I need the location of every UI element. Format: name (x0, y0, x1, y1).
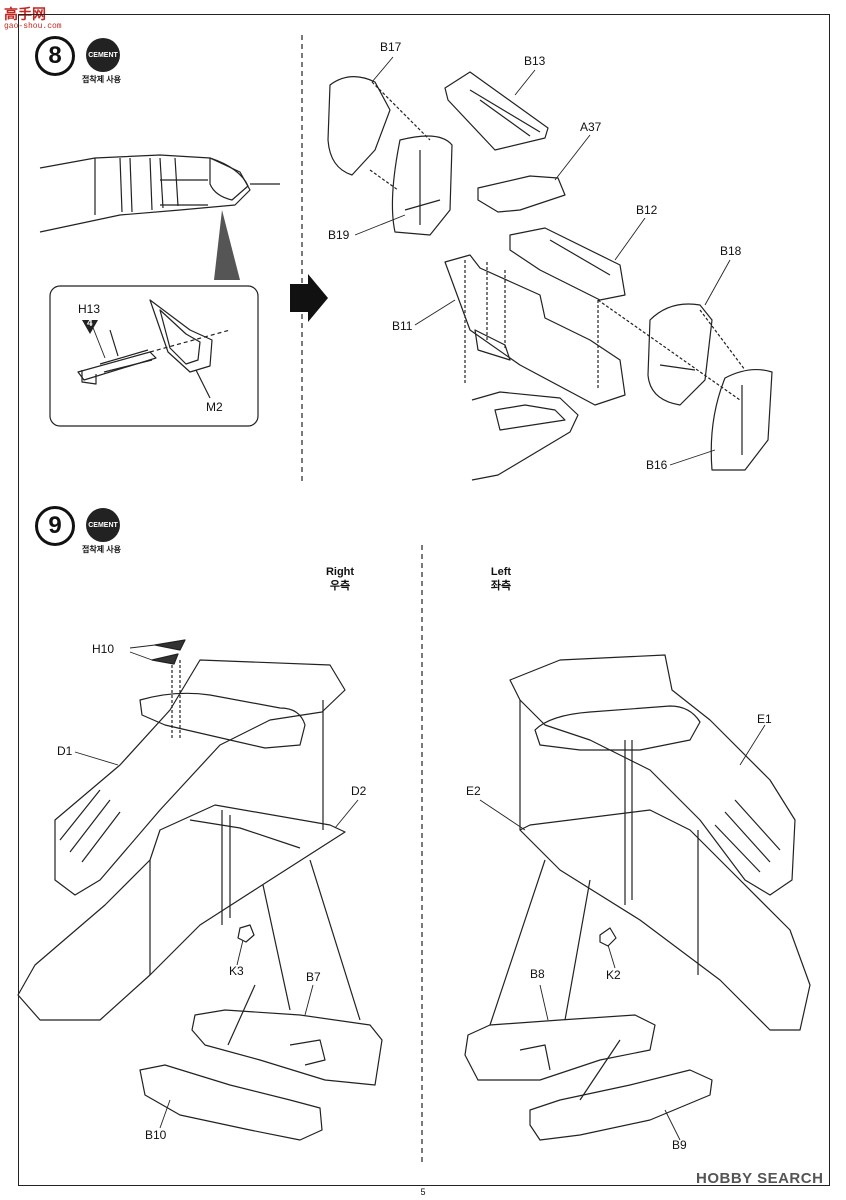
callout-b17: B17 (380, 40, 402, 54)
fuselage-tail-drawing (39, 154, 280, 280)
page-number: 5 (420, 1187, 426, 1197)
callout-b18: B18 (720, 244, 742, 258)
cement-note-step9: 접착제 사용 (82, 545, 122, 554)
callout-b7: B7 (306, 970, 321, 984)
inset-parts (77, 299, 231, 399)
left-label-en: Left (490, 566, 512, 578)
direction-arrow-icon (290, 274, 328, 322)
step-9-number: 9 (35, 506, 75, 546)
cement-icon: CEMENT (86, 38, 120, 72)
step-8-number: 8 (35, 36, 75, 76)
cement-icon-step9: CEMENT (86, 508, 120, 542)
callout-leaders (74, 56, 766, 1141)
callout-b16: B16 (646, 458, 668, 472)
left-label-ko: 좌측 (490, 580, 512, 592)
callout-b11: B11 (392, 319, 413, 333)
callout-b8: B8 (530, 967, 545, 981)
callout-h10: H10 (92, 642, 115, 656)
callout-m2: M2 (206, 400, 223, 414)
right-wing-drawing (17, 639, 383, 1141)
page-frame (18, 14, 830, 1186)
h13-badge: 4 (87, 318, 93, 329)
callout-e2: E2 (466, 784, 481, 798)
callout-b10: B10 (145, 1128, 167, 1142)
watermark-hobby-search: HOBBY SEARCH (696, 1170, 824, 1187)
right-side-label: Right 우측 (315, 565, 365, 593)
callout-b12: B12 (636, 203, 658, 217)
callout-h13: H13 (78, 302, 101, 316)
tail-parts-drawing (327, 71, 773, 481)
callout-k3: K3 (229, 964, 244, 978)
right-label-ko: 우측 (329, 580, 351, 592)
right-label-en: Right (325, 566, 355, 578)
callout-k2: K2 (606, 968, 621, 982)
callout-d1: D1 (57, 744, 73, 758)
h13-triangle (82, 320, 98, 334)
callout-a37: A37 (580, 120, 602, 134)
left-side-label: Left 좌측 (476, 565, 526, 593)
callout-b19: B19 (328, 228, 350, 242)
inset-box (49, 285, 259, 427)
callout-b9: B9 (672, 1138, 687, 1152)
watermark-url: gao-shou.com (4, 22, 62, 31)
callout-b13: B13 (524, 54, 546, 68)
cement-note: 접착제 사용 (82, 75, 122, 84)
callout-e1: E1 (757, 712, 772, 726)
left-wing-drawing (464, 654, 811, 1141)
callout-d2: D2 (351, 784, 367, 798)
